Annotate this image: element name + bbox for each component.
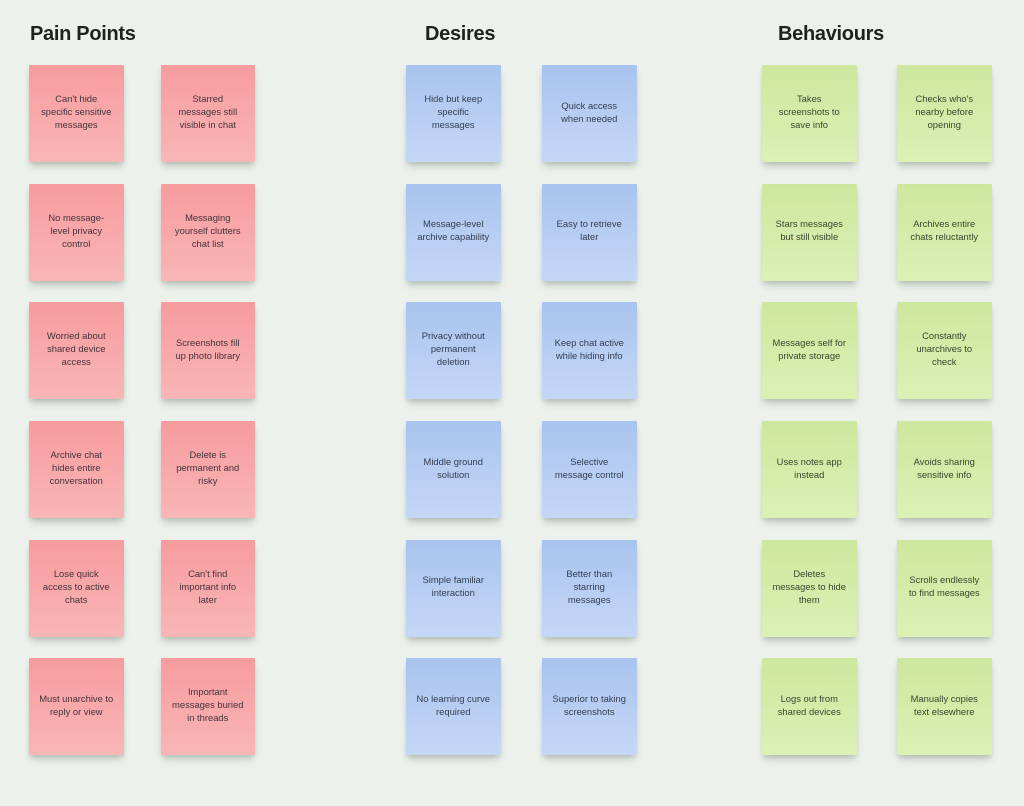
sticky-note[interactable]: Screenshots fill up photo library <box>160 302 255 400</box>
sticky-note[interactable]: Selective message control <box>542 421 637 519</box>
column-title-desires: Desires <box>425 23 496 45</box>
sticky-note[interactable]: Stars messages but still visible <box>762 183 857 281</box>
sticky-note[interactable]: Delete is permanent and risky <box>160 421 255 519</box>
sticky-note[interactable]: Superior to taking screenshots <box>542 658 637 756</box>
sticky-note[interactable]: Privacy without permanent deletion <box>406 302 501 400</box>
notes-grid-behaviours: Takes screenshots to save info Checks who… <box>762 65 992 756</box>
column-title-behaviours: Behaviours <box>778 23 884 45</box>
sticky-note[interactable]: Messages self for private storage <box>762 302 857 400</box>
sticky-note[interactable]: Archives entire chats reluctantly <box>897 183 992 281</box>
notes-grid-pain-points: Can't hide specific sensitive messages St… <box>29 65 255 756</box>
notes-grid-desires: Hide but keep specific messages Quick acc… <box>406 65 637 756</box>
sticky-note[interactable]: Must unarchive to reply or view <box>29 658 124 756</box>
sticky-note[interactable]: Logs out from shared devices <box>762 658 857 756</box>
sticky-note[interactable]: Keep chat active while hiding info <box>542 302 637 400</box>
sticky-note[interactable]: Scrolls endlessly to find messages <box>897 539 992 637</box>
sticky-note[interactable]: Hide but keep specific messages <box>406 65 501 162</box>
sticky-note[interactable]: Takes screenshots to save info <box>762 65 857 162</box>
sticky-note[interactable]: Archive chat hides entire conversation <box>29 421 124 519</box>
sticky-note[interactable]: Uses notes app instead <box>762 421 857 519</box>
sticky-note[interactable]: Deletes messages to hide them <box>762 539 857 637</box>
sticky-note[interactable]: Avoids sharing sensitive info <box>897 421 992 519</box>
sticky-note[interactable]: Checks who's nearby before opening <box>897 65 992 162</box>
sticky-note[interactable]: Better than starring messages <box>542 539 637 637</box>
sticky-note[interactable]: No learning curve required <box>406 658 501 756</box>
sticky-note[interactable]: Message-level archive capability <box>406 183 501 281</box>
sticky-note[interactable]: Simple familiar interaction <box>406 539 501 637</box>
column-title-pain-points: Pain Points <box>30 23 136 45</box>
sticky-note[interactable]: Middle ground solution <box>406 421 501 519</box>
sticky-note[interactable]: Starred messages still visible in chat <box>160 65 255 162</box>
sticky-note[interactable]: Can't find important info later <box>160 539 255 637</box>
sticky-note[interactable]: No message-level privacy control <box>29 183 124 281</box>
sticky-note[interactable]: Important messages buried in threads <box>160 658 255 756</box>
sticky-note[interactable]: Easy to retrieve later <box>542 183 637 281</box>
sticky-note[interactable]: Quick access when needed <box>542 65 637 162</box>
sticky-note[interactable]: Can't hide specific sensitive messages <box>29 65 124 162</box>
sticky-note[interactable]: Manually copies text elsewhere <box>897 658 992 756</box>
sticky-note[interactable]: Lose quick access to active chats <box>29 539 124 637</box>
sticky-note[interactable]: Constantly unarchives to check <box>897 302 992 400</box>
sticky-note[interactable]: Messaging yourself clutters chat list <box>160 183 255 281</box>
sticky-note[interactable]: Worried about shared device access <box>29 302 124 400</box>
